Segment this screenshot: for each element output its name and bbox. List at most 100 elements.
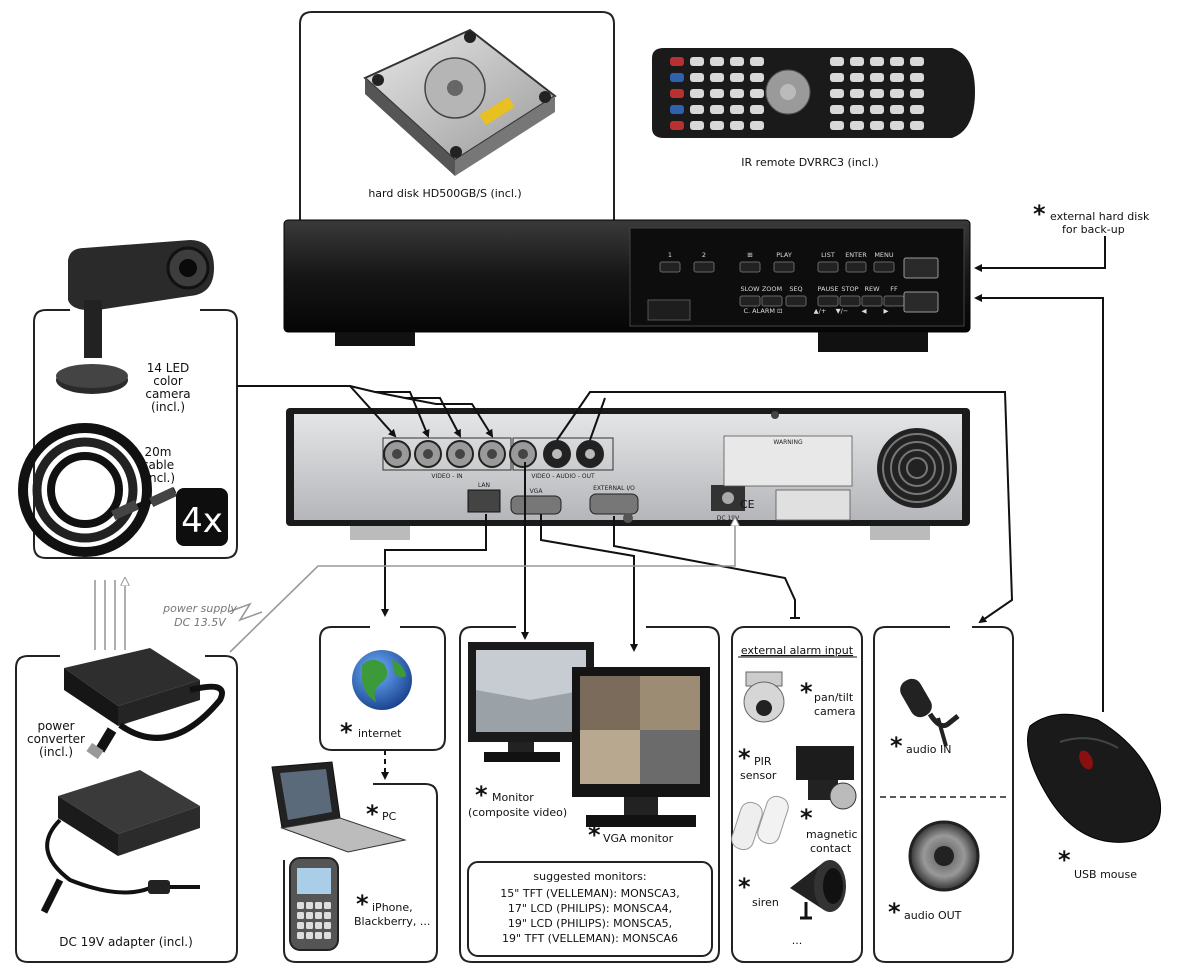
dvr-front-sub-label: ▲/+ — [814, 307, 827, 315]
power-converter-label-1: power — [37, 719, 74, 733]
usb-mouse-image — [1027, 713, 1162, 843]
remote-key — [690, 89, 704, 98]
quantity-badge — [176, 488, 228, 546]
dvr-front-button-label: MENU — [874, 251, 894, 259]
audio-in-label: audio IN — [906, 743, 951, 756]
dvr-front-button — [817, 295, 839, 307]
phone-key — [306, 912, 313, 919]
remote-key — [750, 121, 764, 130]
power-arrows — [94, 580, 125, 650]
dvr-front-button-label: SEQ — [789, 285, 802, 293]
fan-grill-ring — [890, 441, 944, 495]
globe-icon — [352, 650, 412, 710]
vga-monitor-image — [572, 667, 710, 827]
usb-mouse-label: USB mouse — [1074, 868, 1137, 881]
remote-key — [910, 73, 924, 82]
remote-key — [730, 73, 744, 82]
remote-key — [730, 57, 744, 66]
pc-box — [283, 783, 438, 963]
remote-key — [850, 57, 864, 66]
dvr-front-button-label: FF — [890, 285, 898, 293]
suggested-monitor-line: 17" LCD (PHILIPS): MONSCA4, — [508, 902, 672, 915]
suggested-monitors-title: suggested monitors: — [533, 870, 646, 883]
dvr-front-sub-label: ▼/− — [836, 307, 849, 315]
remote-key — [710, 105, 724, 114]
remote-key — [830, 105, 844, 114]
camera-label-4: (incl.) — [151, 400, 185, 414]
suggested-monitors-box — [467, 861, 713, 957]
dvr-front-sub-label: C. ALARM ⊡ — [744, 307, 783, 315]
vga-port-label: VGA — [530, 488, 544, 495]
rear-port-core — [518, 449, 528, 459]
ir-remote-label: IR remote DVRRC3 (incl.) — [741, 156, 878, 169]
remote-key — [910, 121, 924, 130]
smartphone-image — [289, 857, 339, 951]
remote-key — [890, 121, 904, 130]
dvr-front-button — [693, 261, 715, 273]
monitor-label-1: Monitor — [492, 791, 534, 804]
remote-key — [870, 73, 884, 82]
dvr-front-sub-label: ◀ — [862, 307, 867, 315]
dvr-front-button-label: ZOOM — [762, 285, 782, 293]
remote-key — [710, 73, 724, 82]
laptop-image — [271, 761, 407, 853]
pc-label: PC — [382, 810, 397, 823]
camera-box — [33, 309, 238, 559]
remote-key — [690, 57, 704, 66]
rear-port-core — [455, 449, 465, 459]
connection-wires — [227, 236, 1106, 780]
phone-key — [324, 932, 331, 939]
remote-key — [890, 89, 904, 98]
phone-key — [306, 932, 313, 939]
remote-key — [870, 121, 884, 130]
phone-key — [324, 922, 331, 929]
remote-key — [670, 57, 684, 66]
remote-key — [670, 73, 684, 82]
dvr-front-button-label: ENTER — [845, 251, 867, 259]
dvr-front-button-label: 2 — [702, 251, 706, 259]
remote-key — [730, 105, 744, 114]
dvr-front-button-label: LIST — [821, 251, 835, 259]
dvr-front-button-label: ⊞ — [747, 251, 752, 259]
monitor-optional-marker: * — [475, 781, 488, 809]
vga-monitor-optional-marker: * — [588, 821, 601, 849]
vga-monitor-label: VGA monitor — [603, 832, 674, 845]
audio-in-optional-marker: * — [890, 732, 903, 760]
remote-key — [890, 57, 904, 66]
dvr-front-button — [839, 295, 861, 307]
remote-key — [710, 57, 724, 66]
power-supply-label-1: power supply — [162, 602, 237, 615]
remote-key — [670, 105, 684, 114]
av-out-label: VIDEO - AUDIO - OUT — [531, 473, 595, 480]
internet-label: internet — [358, 727, 402, 740]
dvr-front-button — [773, 261, 795, 273]
pantilt-optional-marker: * — [800, 678, 813, 706]
pantilt-label-1: pan/tilt — [814, 691, 854, 704]
power-box — [15, 655, 238, 963]
monitors-box — [459, 626, 720, 963]
camera-label-1: 14 LED — [147, 361, 190, 375]
power-converter-image — [64, 648, 225, 760]
dvr-front-button — [739, 295, 761, 307]
pir-label-1: PIR — [754, 755, 772, 768]
phone-key — [324, 902, 331, 909]
alarm-input-title: external alarm input — [741, 644, 854, 657]
remote-key — [890, 105, 904, 114]
magnetic-label-2: contact — [810, 842, 852, 855]
external-hdd-optional-marker: * — [1033, 200, 1046, 228]
remote-key — [690, 121, 704, 130]
pc-optional-marker: * — [366, 800, 379, 828]
hard-disk-image — [363, 28, 557, 176]
speaker-image — [908, 820, 980, 892]
phone-key — [297, 902, 304, 909]
pan-tilt-camera-image — [743, 671, 785, 723]
external-hdd-label-1: external hard disk — [1050, 210, 1150, 223]
magnetic-optional-marker: * — [800, 804, 813, 832]
remote-key — [850, 105, 864, 114]
fan-grill-ring — [882, 433, 952, 503]
dvr-front-button-label: SLOW — [740, 285, 760, 293]
dvr-front-sub-label: ▶ — [884, 307, 889, 315]
remote-key — [710, 121, 724, 130]
